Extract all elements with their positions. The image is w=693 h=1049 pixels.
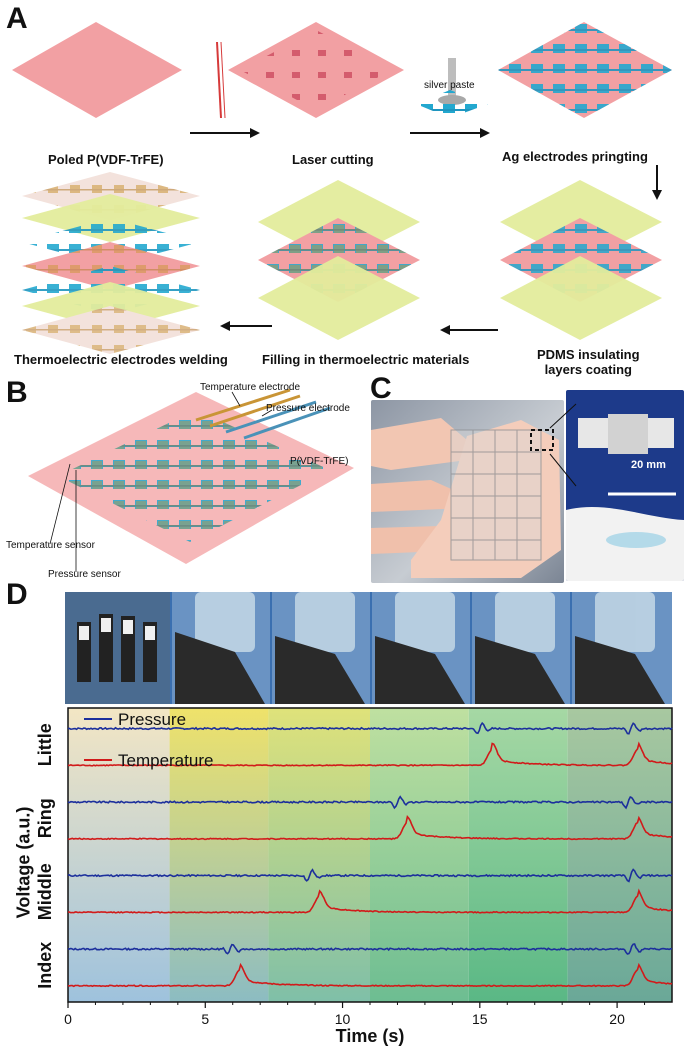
step-4-stack: [500, 180, 662, 340]
step-label-ag: Ag electrodes pringting: [502, 149, 648, 164]
step-label-poled: Poled P(VDF-TrFE): [48, 152, 164, 167]
ring-temperature-line: [67, 814, 673, 841]
laser-beam: [216, 41, 226, 119]
temperature-sensor-label: Temperature sensor: [6, 540, 95, 551]
step-2-film: [228, 22, 404, 118]
panel-c-letter: C: [370, 372, 392, 405]
step-5-stack: [258, 180, 420, 340]
panel-a-letter: A: [6, 2, 28, 35]
middle-temperature-line: [68, 888, 672, 914]
legend-label-pressure: Pressure: [118, 710, 186, 729]
background-band: [370, 708, 469, 1002]
row-label-little: Little: [35, 723, 55, 766]
x-tick-label: 5: [201, 1011, 209, 1027]
step-label-laser: Laser cutting: [292, 152, 374, 167]
background-band: [169, 708, 269, 1002]
hand-photo: [371, 400, 564, 583]
x-axis-label: Time (s): [336, 1026, 405, 1046]
little-temperature-line: [67, 741, 673, 767]
index-temperature-line: [67, 962, 673, 988]
silver-paste-label: silver paste: [424, 80, 475, 91]
x-tick-label: 15: [472, 1011, 488, 1027]
row-label-ring: Ring: [35, 798, 55, 838]
silver-paste-dispenser: [416, 58, 488, 118]
step-label-pdms: PDMS insulating layers coating: [537, 347, 640, 377]
y-axis-label: Voltage (a.u.): [13, 806, 34, 919]
device-closeup-photo: [566, 390, 684, 581]
pressure-electrode-label: Pressure electrode: [266, 403, 350, 414]
panel-b-letter: B: [6, 376, 28, 409]
background-band: [468, 708, 568, 1002]
pressure-sensor-label: Pressure sensor: [48, 569, 121, 580]
background-band: [268, 708, 370, 1002]
arrow-step3-to-4: [652, 165, 662, 200]
step-6-stack: [22, 172, 200, 354]
middle-pressure-line: [67, 868, 673, 883]
background-band: [567, 708, 672, 1002]
index-pressure-line: [67, 943, 672, 955]
scale-bar-label: 20 mm: [631, 459, 666, 471]
little-pressure-line: [67, 721, 673, 735]
arrow-step4-to-5: [440, 325, 498, 335]
arrow-step1-to-2: [190, 128, 260, 138]
sensor-array-illustration: [28, 388, 354, 572]
temperature-electrode-label: Temperature electrode: [200, 382, 301, 393]
row-label-index: Index: [35, 942, 55, 989]
x-tick-label: 20: [609, 1011, 625, 1027]
arrow-step5-to-6: [220, 321, 272, 331]
step-1-film: [12, 22, 182, 118]
x-tick-label: 0: [64, 1011, 72, 1027]
zoom-connector: [549, 403, 577, 487]
step-label-filling: Filling in thermoelectric materials: [262, 352, 470, 367]
glove-photo-strip: [65, 592, 672, 704]
row-label-middle: Middle: [35, 863, 55, 920]
step-3-film: [498, 22, 672, 118]
fabrication-process-figure: [12, 22, 672, 354]
ring-pressure-line: [67, 795, 673, 810]
background-band: [68, 708, 170, 1002]
film-label: P(VDF-TrFE): [290, 456, 349, 467]
arrow-step2-to-3: [410, 128, 490, 138]
x-tick-label: 10: [335, 1011, 351, 1027]
panel-d-letter: D: [6, 578, 28, 611]
legend-label-temperature: Temperature: [118, 751, 213, 770]
step-label-welding: Thermoelectric electrodes welding: [14, 352, 228, 367]
